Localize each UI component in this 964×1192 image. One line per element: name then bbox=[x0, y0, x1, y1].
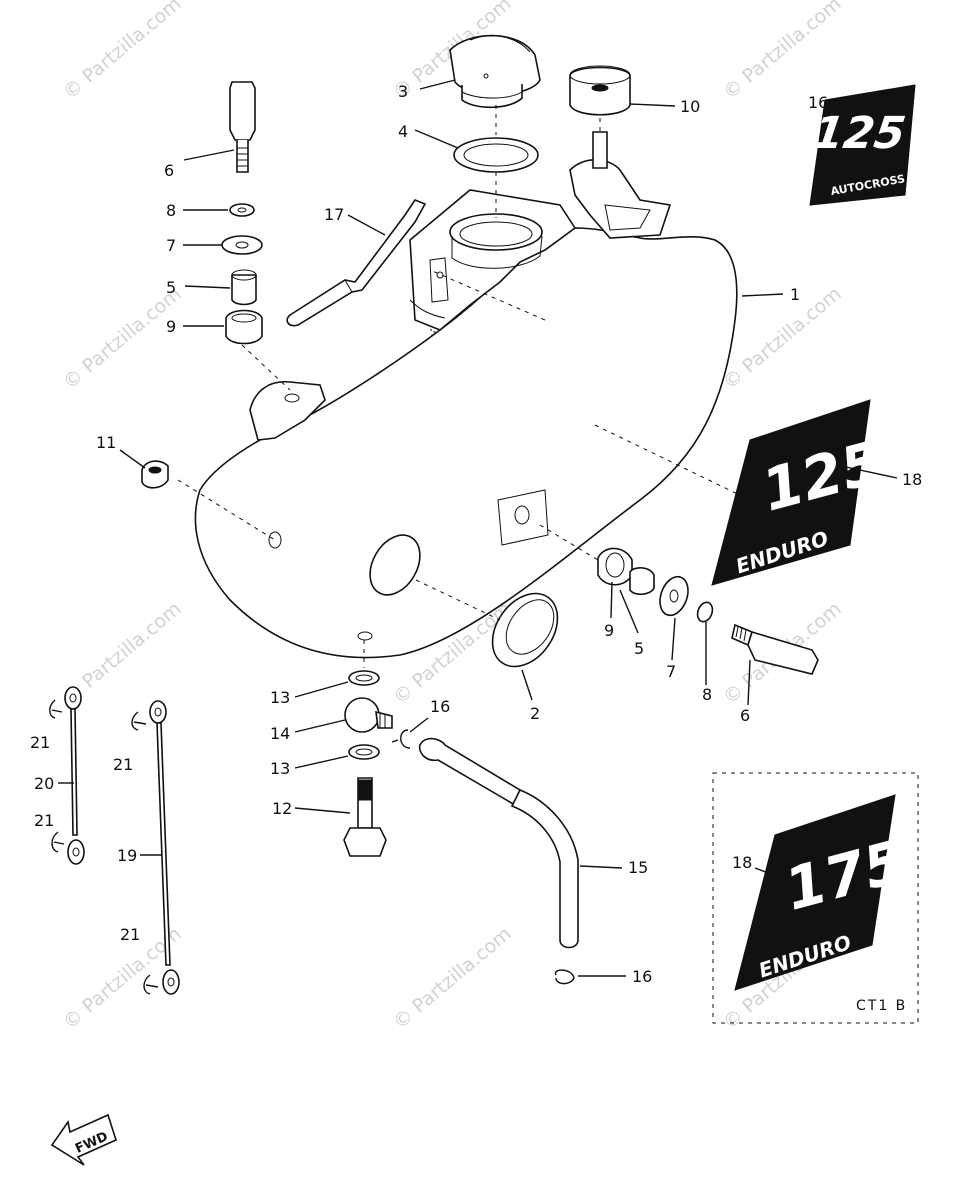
assembly-lines bbox=[177, 105, 751, 668]
callout-3: 3 bbox=[398, 82, 408, 101]
callout-10: 10 bbox=[680, 97, 700, 116]
callout-13: 13 bbox=[270, 688, 290, 707]
right-bolt-stack bbox=[597, 547, 819, 675]
callout-18: 18 bbox=[732, 853, 752, 872]
watermark: © Partzilla.com bbox=[719, 0, 845, 104]
breather-pipe bbox=[286, 199, 427, 327]
decal-18-175: 175 ENDURO bbox=[712, 772, 919, 1024]
rod-19 bbox=[149, 700, 180, 995]
callout-15: 15 bbox=[628, 858, 648, 877]
fuel-tank bbox=[194, 159, 738, 659]
fuel-cap bbox=[449, 34, 541, 109]
callout-6: 6 bbox=[740, 706, 750, 725]
callout-6: 6 bbox=[164, 161, 174, 180]
cap-nut bbox=[141, 460, 169, 489]
leader-lines bbox=[58, 79, 898, 977]
diagram-code: CT1 B bbox=[856, 998, 907, 1014]
r-clips bbox=[49, 699, 159, 995]
callout-21: 21 bbox=[120, 925, 140, 944]
fuel-pipe bbox=[418, 737, 579, 949]
fuel-union bbox=[343, 670, 393, 857]
watermark: © Partzilla.com bbox=[59, 0, 185, 104]
callout-5: 5 bbox=[166, 278, 176, 297]
watermark: © Partzilla.com bbox=[389, 923, 515, 1034]
callout-7: 7 bbox=[166, 236, 176, 255]
callout-5: 5 bbox=[634, 639, 644, 658]
decal-18-125: 125 ENDURO bbox=[711, 399, 890, 586]
decal-16: 125 AUTOCROSS bbox=[809, 84, 916, 206]
callout-4: 4 bbox=[398, 122, 408, 141]
svg-text:125: 125 bbox=[810, 108, 909, 159]
callout-9: 9 bbox=[166, 317, 176, 336]
callout-17: 17 bbox=[324, 205, 344, 224]
callout-21: 21 bbox=[30, 733, 50, 752]
callout-2: 2 bbox=[530, 704, 540, 723]
damper bbox=[569, 65, 631, 169]
callout-16: 16 bbox=[430, 697, 450, 716]
callout-7: 7 bbox=[666, 662, 676, 681]
callout-14: 14 bbox=[270, 724, 290, 743]
callout-8: 8 bbox=[702, 685, 712, 704]
rod-20 bbox=[64, 686, 85, 865]
hose-clip bbox=[391, 729, 575, 985]
callout-21: 21 bbox=[113, 755, 133, 774]
callout-19: 19 bbox=[117, 846, 137, 865]
callout-12: 12 bbox=[272, 799, 292, 818]
callout-16: 16 bbox=[808, 93, 828, 112]
grommet bbox=[491, 592, 559, 668]
callout-20: 20 bbox=[34, 774, 54, 793]
fwd-arrow: FWD bbox=[50, 1113, 117, 1166]
callout-9: 9 bbox=[604, 621, 614, 640]
callout-11: 11 bbox=[96, 433, 116, 452]
gasket bbox=[453, 137, 539, 173]
watermark: © Partzilla.com bbox=[59, 283, 185, 394]
watermark: © Partzilla.com bbox=[719, 283, 845, 394]
callout-13: 13 bbox=[270, 759, 290, 778]
left-bolt-stack bbox=[221, 81, 263, 345]
callout-8: 8 bbox=[166, 201, 176, 220]
callout-18: 18 bbox=[902, 470, 922, 489]
callout-21: 21 bbox=[34, 811, 54, 830]
callout-labels: 1 2 3 4 5 5 6 6 7 7 8 8 9 9 10 11 12 13 … bbox=[30, 82, 922, 1014]
callout-1: 1 bbox=[790, 285, 800, 304]
callout-16: 16 bbox=[632, 967, 652, 986]
